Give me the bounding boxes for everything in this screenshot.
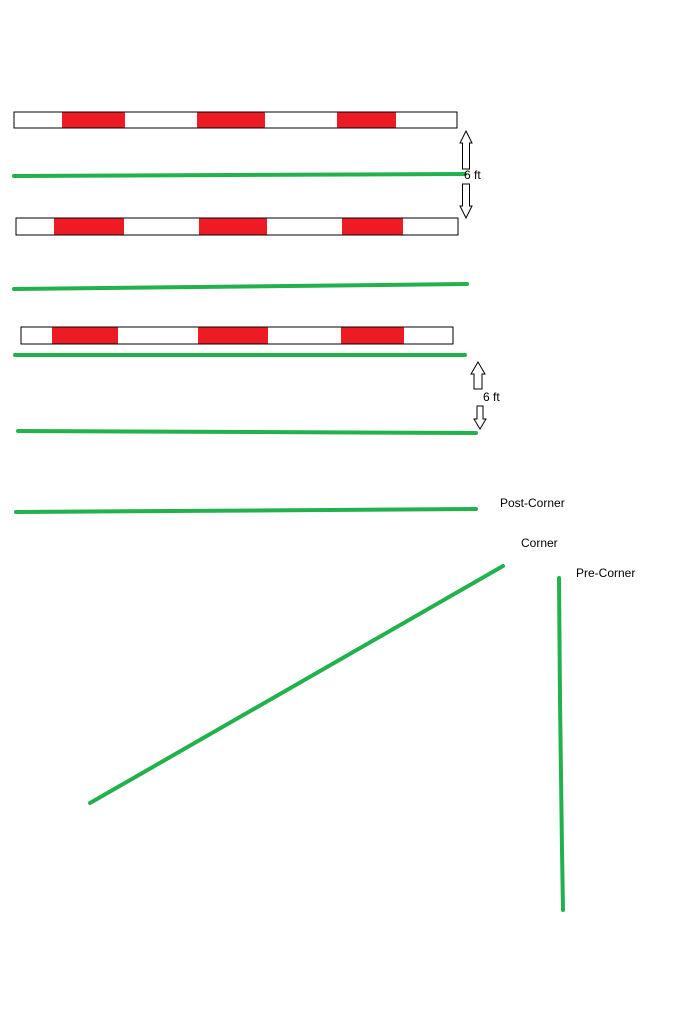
distance-label-lower: 6 ft <box>483 390 500 404</box>
pole-stripe <box>54 218 124 235</box>
pole-stripe <box>52 327 118 344</box>
pole-stripe <box>197 112 265 128</box>
pre-corner-label: Pre-Corner <box>576 566 636 580</box>
vertical-ground-line <box>557 576 565 912</box>
pole-stripe <box>62 112 125 128</box>
ground-line <box>12 172 467 178</box>
ground-line <box>16 429 478 435</box>
down-arrow-icon <box>473 405 487 430</box>
distance-label-upper: 6 ft <box>464 168 481 182</box>
pole-stripe <box>198 327 268 344</box>
ground-line <box>14 507 478 514</box>
diagonal-ground-line <box>88 564 505 805</box>
up-arrow-icon <box>459 129 473 170</box>
pole-stripe <box>199 218 267 235</box>
down-arrow-icon <box>459 183 473 220</box>
post-corner-label: Post-Corner <box>500 496 565 510</box>
ground-line <box>12 282 469 291</box>
pole-stripe <box>342 218 403 235</box>
corner-label: Corner <box>521 536 558 550</box>
pole-stripe <box>337 112 396 128</box>
pole-stripe <box>341 327 404 344</box>
up-arrow-icon <box>470 361 486 390</box>
